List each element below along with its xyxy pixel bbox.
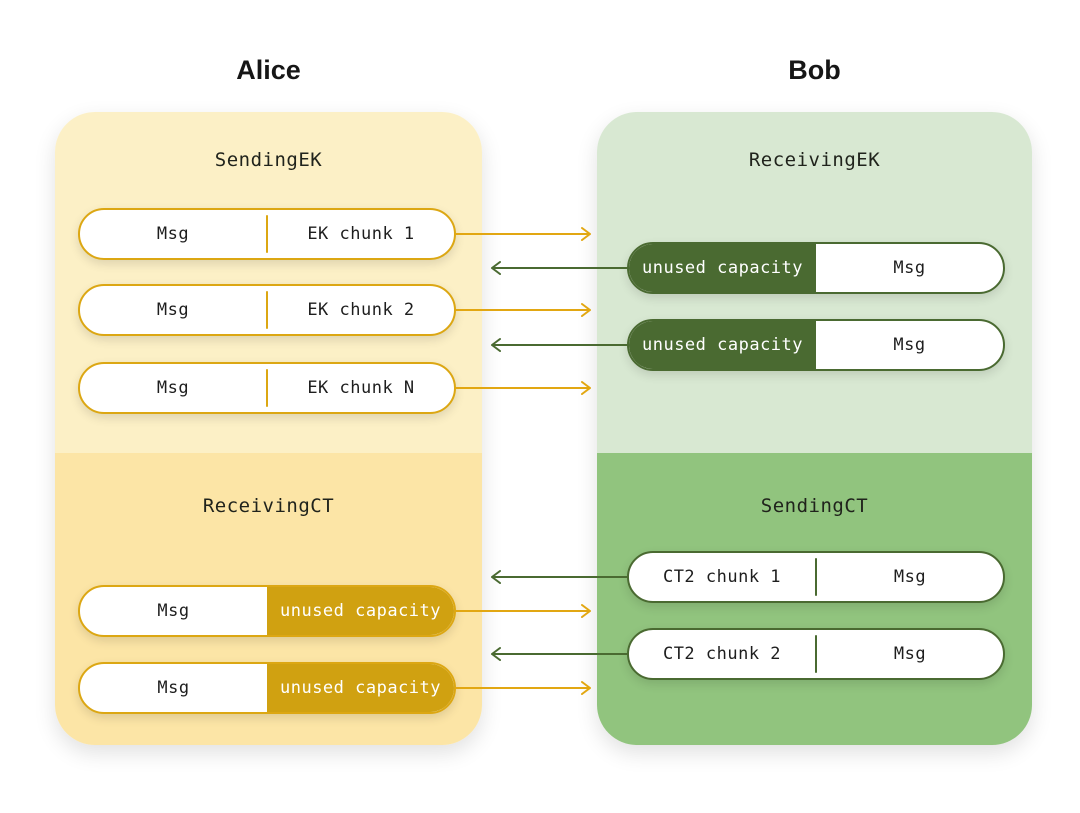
arrow-bob-to-alice-ct-1 <box>491 570 628 584</box>
arrow-alice-to-bob-ek-1 <box>455 227 591 241</box>
section-label-receiving-ct: ReceivingCT <box>202 495 335 517</box>
actor-title-alice: Alice <box>236 55 301 85</box>
arrow-bob-to-alice-ct-2 <box>491 647 628 661</box>
msg-cell: Msg <box>893 567 927 587</box>
arrow-alice-to-bob-ct-1 <box>455 604 591 618</box>
section-label-sending-ct: SendingCT <box>760 495 869 517</box>
pill-sending-ek-1: Msg EK chunk 1 <box>78 208 456 260</box>
unused-capacity-cell: unused capacity <box>629 321 816 369</box>
actor-title-bob: Bob <box>788 55 841 85</box>
alice-panel: SendingEK ReceivingCT <box>55 112 482 745</box>
unused-capacity-cell: unused capacity <box>629 244 816 292</box>
chunk-cell: EK chunk N <box>307 378 415 398</box>
msg-cell: Msg <box>156 378 190 398</box>
msg-cell: Msg <box>156 300 190 320</box>
section-label-receiving-ek: ReceivingEK <box>748 149 881 171</box>
pill-receiving-ct-2: Msg unused capacity <box>78 662 456 714</box>
msg-cell: Msg <box>157 601 190 621</box>
msg-cell: Msg <box>893 644 927 664</box>
pill-receiving-ek-2: unused capacity Msg <box>627 319 1005 371</box>
pill-divider <box>266 215 268 253</box>
arrow-bob-to-alice-ek-1 <box>491 261 628 275</box>
pill-divider <box>815 635 817 673</box>
pill-sending-ct-1: CT2 chunk 1 Msg <box>627 551 1005 603</box>
pill-divider <box>815 558 817 596</box>
chunk-cell: CT2 chunk 1 <box>662 567 782 587</box>
pill-divider <box>266 369 268 407</box>
unused-capacity-cell: unused capacity <box>267 664 454 712</box>
pill-divider <box>266 291 268 329</box>
pill-sending-ek-2: Msg EK chunk 2 <box>78 284 456 336</box>
pill-sending-ct-2: CT2 chunk 2 Msg <box>627 628 1005 680</box>
msg-cell: Msg <box>893 258 926 278</box>
arrow-alice-to-bob-ek-3 <box>455 381 591 395</box>
msg-cell: Msg <box>157 678 190 698</box>
unused-capacity-cell: unused capacity <box>267 587 454 635</box>
chunk-cell: CT2 chunk 2 <box>662 644 782 664</box>
chunk-cell: EK chunk 2 <box>307 300 415 320</box>
pill-receiving-ek-1: unused capacity Msg <box>627 242 1005 294</box>
arrow-alice-to-bob-ct-2 <box>455 681 591 695</box>
msg-cell: Msg <box>893 335 926 355</box>
chunk-cell: EK chunk 1 <box>307 224 415 244</box>
msg-cell: Msg <box>156 224 190 244</box>
arrow-alice-to-bob-ek-2 <box>455 303 591 317</box>
section-label-sending-ek: SendingEK <box>214 149 323 171</box>
pill-receiving-ct-1: Msg unused capacity <box>78 585 456 637</box>
pill-sending-ek-3: Msg EK chunk N <box>78 362 456 414</box>
arrow-bob-to-alice-ek-2 <box>491 338 628 352</box>
